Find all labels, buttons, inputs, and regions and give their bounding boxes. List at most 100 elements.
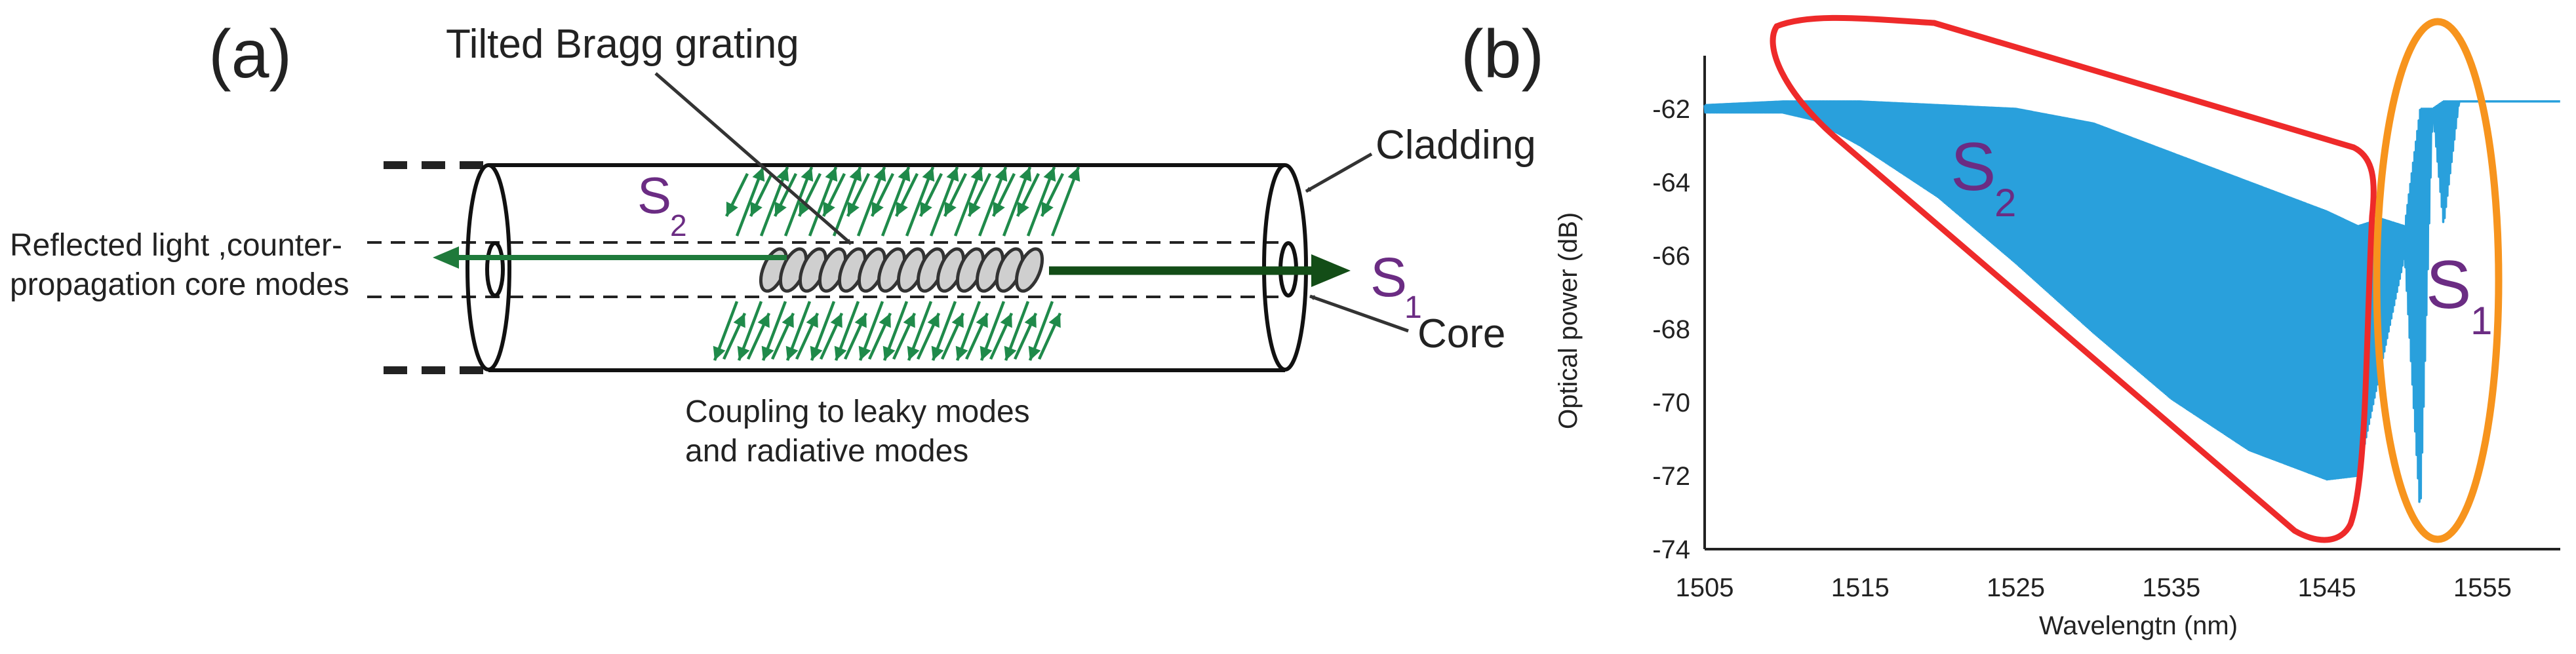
core-label: Core [1417,311,1505,356]
leaky-arrow-up [808,166,838,237]
leaky-arrow-up [1037,313,1062,360]
leaky-arrow-down [1040,173,1065,217]
s1-label-b: S 1 [2426,247,2492,343]
leaky-arrow-down [1004,301,1030,361]
leaky-arrow-up [783,166,814,237]
axes [1703,56,2560,550]
leaky-arrow-up [905,166,935,237]
x-tick-label: 1555 [2453,573,2512,602]
leaky-arrow-up [867,313,892,360]
coupling-label-line2: and radiative modes [685,434,968,469]
core-dashes [367,241,1285,298]
leaky-arrow-down [980,301,1006,361]
grating-title: Tilted Bragg grating [446,22,799,67]
coupling-label-line1: Coupling to leaky modes [685,394,1030,429]
leaky-arrow-up [916,313,941,360]
s1-main-b: S [2426,247,2471,323]
y-tick-labels: -62-64-66-68-70-72-74 [1652,95,1690,564]
leaky-arrow-down [955,301,981,361]
s2-sub-a: 2 [670,208,687,242]
x-tick-label: 1545 [2298,573,2356,602]
s2-outline [1770,14,2377,543]
y-tick-label: -66 [1652,242,1690,271]
leaky-arrow-down [870,173,895,217]
s2-sub-b: 2 [1994,181,2016,225]
leaky-arrow-down [834,301,860,361]
pointer-lines [654,72,1409,333]
y-tick-label: -72 [1652,462,1690,491]
leaky-arrow-down [785,301,812,361]
leaky-arrow-down [846,173,871,217]
cladding-label: Cladding [1376,123,1536,168]
s1-sub-a: 1 [1404,290,1422,325]
leaky-arrow-down [713,301,739,361]
s1-outline [2373,18,2503,543]
x-tick-label: 1525 [1987,573,2045,602]
leaky-arrow-down [822,173,846,217]
reflected-label-line2: propagation core modes [10,267,349,302]
leaky-arrow-up [746,313,771,360]
y-tick-label: -64 [1652,168,1690,197]
panel-b-label: (b) [1461,16,1544,92]
leaky-mode-arrows [713,166,1080,361]
dashed-extensions [384,161,488,374]
s1-sub-b: 1 [2470,299,2492,343]
transmitted-arrow [1049,254,1351,287]
leaky-arrow-up [1050,166,1080,237]
leaky-arrow-down [737,301,763,361]
y-tick-label: -68 [1652,315,1690,344]
leaky-arrow-down [919,173,943,217]
grating-ring [1014,247,1044,293]
leaky-arrow-down [882,301,909,361]
leaky-arrow-down [991,173,1016,217]
leaky-arrow-up [953,166,983,237]
leaky-arrow-up [759,166,789,237]
leaky-arrow-up [929,166,959,237]
leaky-arrow-down [797,173,822,217]
leaky-arrow-up [1026,166,1056,237]
leaky-arrow-up [989,313,1014,360]
panel-a: (a) Tilted Bragg grating [10,16,1536,469]
leaky-arrow-up [1013,313,1038,360]
s1-main-a: S [1370,246,1407,308]
leaky-arrow-down [724,173,749,217]
s2-label-a: S 2 [637,166,687,242]
leaky-arrow-up [843,313,868,360]
leaky-arrow-down [943,173,968,217]
leaky-arrow-down [749,173,774,217]
leaky-arrow-down [810,301,836,361]
s2-label-b: S 2 [1951,129,2016,225]
s1-label-a: S 1 [1370,246,1422,325]
s2-main-a: S [637,166,671,224]
leaky-arrow-up [940,313,965,360]
leaky-arrow-up [856,166,886,237]
spectrum-trace [1703,100,2561,503]
leaky-arrow-up [735,166,765,237]
leaky-arrow-up [770,313,795,360]
panel-a-label: (a) [208,16,292,92]
leaky-arrow-up [892,313,917,360]
x-tick-label: 1505 [1676,573,1734,602]
leaky-arrow-down [773,173,798,217]
leaky-arrow-down [931,301,957,361]
leaky-arrow-up [795,313,820,360]
leaky-arrow-up [881,166,911,237]
leaky-arrow-up [722,313,747,360]
leaky-arrow-down [907,301,933,361]
leaky-arrow-down [894,173,919,217]
y-tick-label: -62 [1652,95,1690,124]
reflected-arrow [433,246,787,269]
leaky-arrow-down [858,301,884,361]
cladding-left-end [466,163,511,372]
leaky-arrow-up [819,313,844,360]
y-axis-label: Optical power (dB) [1554,212,1583,429]
leaky-arrow-down [761,301,787,361]
s2-main-b: S [1951,129,1996,205]
leaky-arrow-down [1016,173,1040,217]
x-tick-label: 1515 [1831,573,1890,602]
y-tick-label: -70 [1652,389,1690,417]
x-axis-label: Wavelengtn (nm) [2039,611,2238,640]
